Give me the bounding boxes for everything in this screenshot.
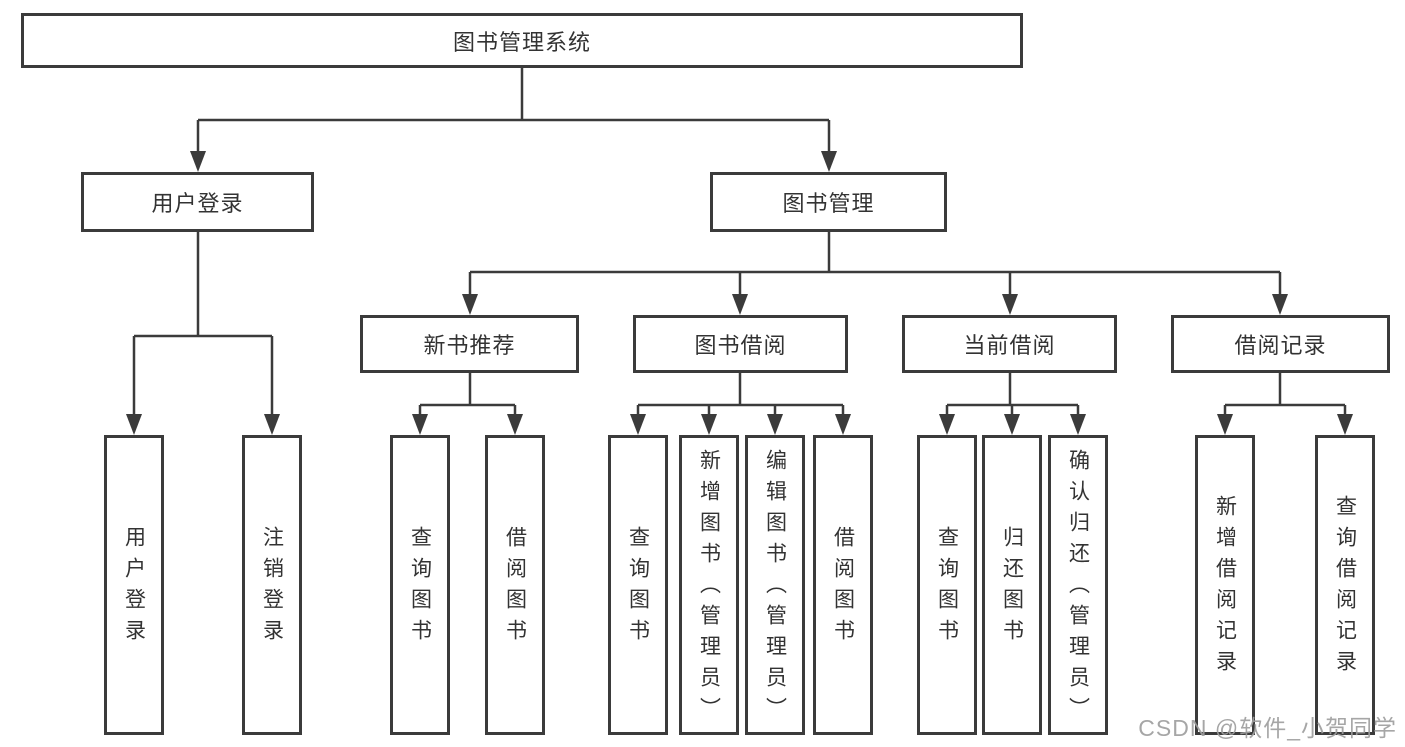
leaf-add-books-admin: 新增图书（管理员） xyxy=(679,435,739,735)
leaf-borrow-books-recommend: 借阅图书 xyxy=(485,435,545,735)
node-user-login: 用户登录 xyxy=(81,172,314,232)
node-root: 图书管理系统 xyxy=(21,13,1023,68)
leaf-borrow-books: 借阅图书 xyxy=(813,435,873,735)
csdn-watermark: CSDN @软件_小贺同学 xyxy=(1138,715,1397,741)
arrowhead-icons xyxy=(126,151,1353,435)
leaf-add-borrow-record: 新增借阅记录 xyxy=(1195,435,1255,735)
leaf-return-books: 归还图书 xyxy=(982,435,1042,735)
node-book-borrow: 图书借阅 xyxy=(633,315,848,373)
node-book-management: 图书管理 xyxy=(710,172,947,232)
node-borrow-records: 借阅记录 xyxy=(1171,315,1390,373)
leaf-confirm-return-admin: 确认归还（管理员） xyxy=(1048,435,1108,735)
leaf-query-books-recommend: 查询图书 xyxy=(390,435,450,735)
leaf-query-borrow-record: 查询借阅记录 xyxy=(1315,435,1375,735)
leaf-edit-books-admin: 编辑图书（管理员） xyxy=(745,435,805,735)
leaf-query-books-borrow: 查询图书 xyxy=(608,435,668,735)
node-new-book-recommend: 新书推荐 xyxy=(360,315,579,373)
leaf-logout: 注销登录 xyxy=(242,435,302,735)
leaf-query-books-current: 查询图书 xyxy=(917,435,977,735)
node-current-borrow: 当前借阅 xyxy=(902,315,1117,373)
leaf-user-login: 用户登录 xyxy=(104,435,164,735)
